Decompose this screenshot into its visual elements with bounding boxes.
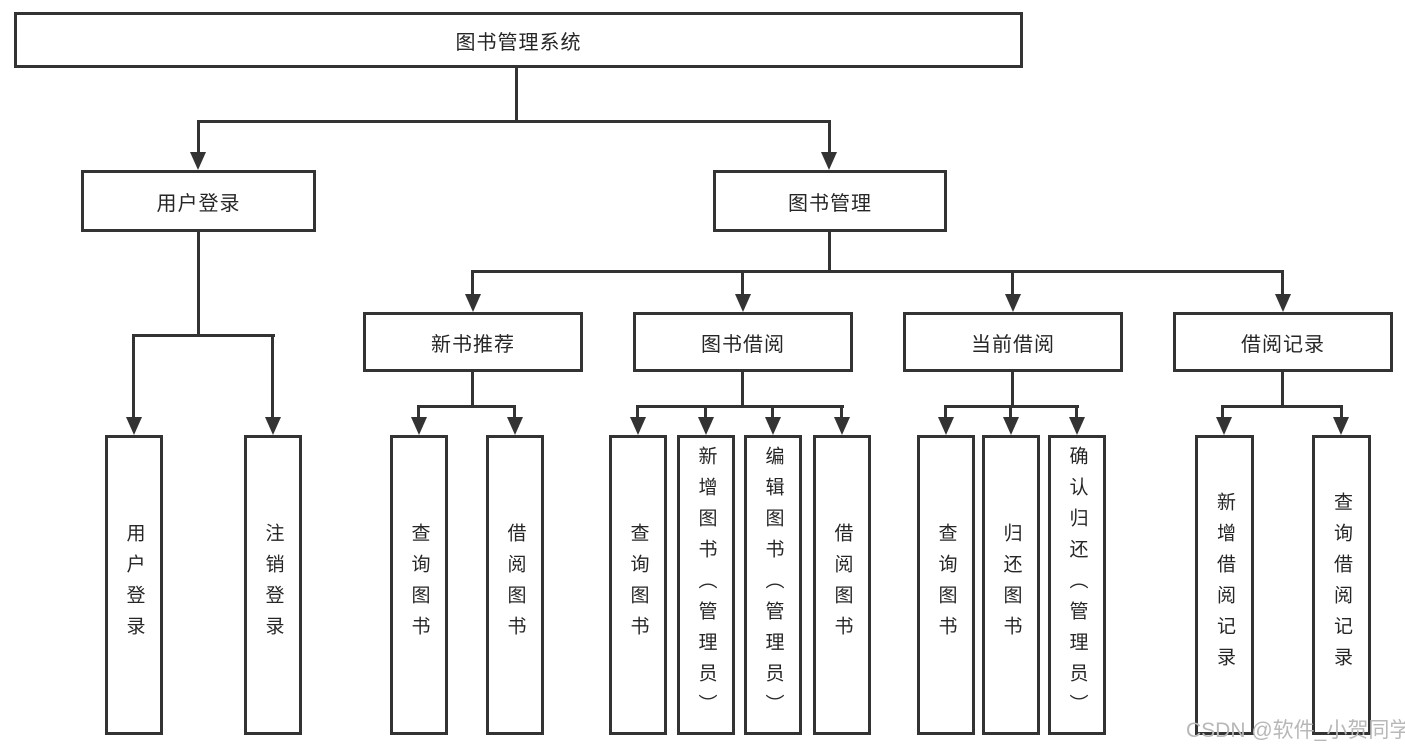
- connector-g1-hline: [417, 405, 516, 408]
- connector-g1-stem: [471, 372, 474, 407]
- arrowhead-g3-2: [1003, 417, 1019, 435]
- arrowhead-g4-2: [1333, 417, 1349, 435]
- node-root-label: 图书管理系统: [455, 31, 582, 54]
- leaf-query-books-recommend-label: 查询图书: [408, 523, 430, 647]
- csdn-watermark: CSDN @软件_小贺同学: [1186, 719, 1405, 742]
- leaf-add-book-admin-label: 新增图书（管理员）: [695, 445, 717, 725]
- connector-drop-borrow-records: [1281, 270, 1284, 297]
- connector-g2-drop2: [704, 405, 707, 419]
- leaf-borrow-books-recommend-label: 借阅图书: [504, 523, 526, 647]
- arrowhead-borrow-records: [1275, 294, 1291, 312]
- connector-g2-drop1: [636, 405, 639, 419]
- node-borrow-records: 借阅记录: [1173, 312, 1393, 372]
- connector-root-hline: [197, 120, 831, 123]
- connector-drop-current-borrow: [1011, 270, 1014, 297]
- leaf-query-borrow-record: 查询借阅记录: [1312, 435, 1371, 735]
- node-book-management-label: 图书管理: [788, 192, 872, 215]
- leaf-return-book: 归还图书: [982, 435, 1040, 735]
- arrowhead-g2-4: [834, 417, 850, 435]
- leaf-query-books-recommend: 查询图书: [390, 435, 448, 735]
- connector-login-hline: [132, 334, 275, 337]
- connector-drop-new-book: [471, 270, 474, 297]
- arrowhead-g4-1: [1216, 417, 1232, 435]
- leaf-return-book-label: 归还图书: [1000, 523, 1022, 647]
- arrowhead-g2-1: [630, 417, 646, 435]
- leaf-add-book-admin: 新增图书（管理员）: [677, 435, 735, 735]
- connector-g2-hline: [636, 405, 844, 408]
- node-new-book-recommend-label: 新书推荐: [431, 333, 515, 356]
- connector-login-stem: [197, 232, 200, 336]
- arrowhead-g2-2: [698, 417, 714, 435]
- leaf-query-books-borrow-label: 查询图书: [627, 523, 649, 647]
- arrowhead-management: [821, 152, 837, 170]
- leaf-user-login-label: 用户登录: [123, 523, 145, 647]
- connector-g4-hline: [1221, 405, 1343, 408]
- leaf-query-books-borrow: 查询图书: [609, 435, 667, 735]
- arrowhead-g3-1: [938, 417, 954, 435]
- node-book-borrow-label: 图书借阅: [701, 333, 785, 356]
- leaf-confirm-return-admin: 确认归还（管理员）: [1048, 435, 1106, 735]
- connector-g1-drop1: [417, 405, 420, 419]
- connector-g2-drop4: [840, 405, 843, 419]
- connector-drop-book-borrow: [741, 270, 744, 297]
- node-user-login: 用户登录: [81, 170, 316, 232]
- connector-g4-drop1: [1221, 405, 1224, 419]
- arrowhead-g1-1: [411, 417, 427, 435]
- leaf-confirm-return-admin-label: 确认归还（管理员）: [1066, 445, 1088, 725]
- leaf-edit-book-admin-label: 编辑图书（管理员）: [762, 445, 784, 725]
- arrowhead-book-borrow: [735, 294, 751, 312]
- node-user-login-label: 用户登录: [156, 192, 241, 215]
- node-root: 图书管理系统: [14, 12, 1023, 68]
- leaf-logout: 注销登录: [244, 435, 302, 735]
- node-book-borrow: 图书借阅: [633, 312, 853, 372]
- connector-drop-management: [828, 120, 831, 154]
- connector-root-stem: [515, 68, 518, 121]
- leaf-borrow-books-label: 借阅图书: [831, 523, 853, 647]
- arrowhead-leaf-logout: [265, 417, 281, 435]
- connector-g1-drop2: [513, 405, 516, 419]
- leaf-user-login: 用户登录: [105, 435, 163, 735]
- node-book-management: 图书管理: [713, 170, 947, 232]
- leaf-edit-book-admin: 编辑图书（管理员）: [744, 435, 802, 735]
- node-borrow-records-label: 借阅记录: [1241, 333, 1325, 356]
- arrowhead-g3-3: [1069, 417, 1085, 435]
- connector-drop-login: [197, 120, 200, 154]
- leaf-add-borrow-record: 新增借阅记录: [1195, 435, 1254, 735]
- node-new-book-recommend: 新书推荐: [363, 312, 583, 372]
- connector-g2-drop3: [771, 405, 774, 419]
- leaf-query-borrow-record-label: 查询借阅记录: [1331, 492, 1352, 678]
- node-current-borrow: 当前借阅: [903, 312, 1123, 372]
- connector-g3-drop2: [1009, 405, 1012, 419]
- connector-g3-drop1: [944, 405, 947, 419]
- leaf-borrow-books-recommend: 借阅图书: [486, 435, 544, 735]
- arrowhead-new-book: [465, 294, 481, 312]
- connector-drop-leaf-logout: [271, 334, 274, 418]
- leaf-add-borrow-record-label: 新增借阅记录: [1214, 492, 1235, 678]
- connector-drop-leaf-login: [132, 334, 135, 418]
- arrowhead-login: [190, 152, 206, 170]
- connector-management-stem: [828, 232, 831, 272]
- connector-management-hline: [471, 270, 1284, 273]
- leaf-query-books-current-label: 查询图书: [935, 523, 957, 647]
- leaf-logout-label: 注销登录: [262, 523, 284, 647]
- connector-g4-stem: [1281, 372, 1284, 407]
- leaf-query-books-current: 查询图书: [917, 435, 975, 735]
- arrowhead-current-borrow: [1005, 294, 1021, 312]
- connector-g3-drop3: [1075, 405, 1078, 419]
- connector-g3-stem: [1011, 372, 1014, 407]
- node-current-borrow-label: 当前借阅: [971, 333, 1055, 356]
- connector-g2-stem: [741, 372, 744, 407]
- connector-g4-drop2: [1340, 405, 1343, 419]
- leaf-borrow-books: 借阅图书: [813, 435, 871, 735]
- arrowhead-g1-2: [507, 417, 523, 435]
- arrowhead-g2-3: [765, 417, 781, 435]
- arrowhead-leaf-login: [126, 417, 142, 435]
